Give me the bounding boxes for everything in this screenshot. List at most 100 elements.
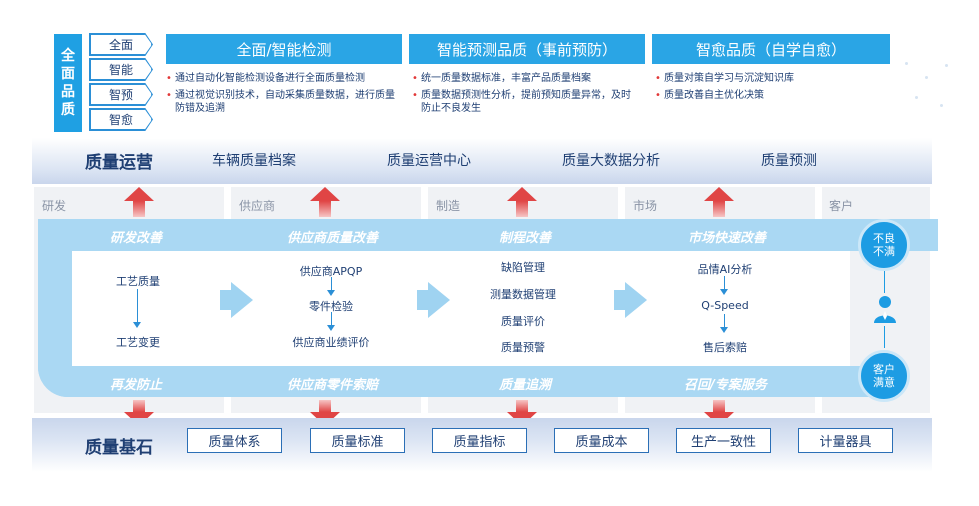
rd-process-quality: 工艺质量 bbox=[116, 275, 160, 288]
connector-arrowhead bbox=[133, 322, 141, 328]
bullet: 通过视觉识别技术，自动采集质量数据，进行质量防错及追溯 bbox=[166, 89, 402, 115]
mfg-defect-mgmt: 缺陷管理 bbox=[501, 261, 545, 274]
flow-label-traceability: 质量追溯 bbox=[499, 378, 552, 393]
mfg-quality-eval: 质量评价 bbox=[501, 315, 545, 328]
market-q-speed: Q-Speed bbox=[701, 299, 749, 312]
arrow-stem bbox=[319, 201, 331, 217]
ops-band bbox=[32, 138, 932, 184]
bullet: 统一质量数据标准，丰富产品质量档案 bbox=[412, 72, 640, 85]
up-arrow bbox=[704, 187, 734, 217]
section-bullets-prediction: 统一质量数据标准，丰富产品质量档案 质量数据预测性分析，提前预知质量异常，及时防… bbox=[412, 72, 640, 119]
customer-satisfied-circle: 客户 满意 bbox=[858, 350, 910, 402]
arrow-head bbox=[704, 187, 734, 201]
flow-label-market-improve: 市场快速改善 bbox=[688, 231, 767, 246]
arrow-stem bbox=[713, 201, 725, 217]
arrow-stem bbox=[516, 201, 528, 217]
arrow-stem bbox=[713, 400, 725, 412]
arrow-stem bbox=[133, 201, 145, 217]
arrow-stem bbox=[319, 400, 331, 412]
column-label-rd: 研发 bbox=[42, 199, 67, 213]
bullet: 质量对策自学习与沉淀知识库 bbox=[655, 72, 887, 85]
bullet: 通过自动化智能检测设备进行全面质量检测 bbox=[166, 72, 402, 85]
flow-label-process-improve: 制程改善 bbox=[499, 231, 552, 246]
ops-item-big-data: 质量大数据分析 bbox=[562, 153, 660, 169]
ops-band-highlight bbox=[60, 136, 910, 139]
flow-label-recall: 召回/专案服务 bbox=[684, 378, 767, 393]
section-header-self-heal: 智愈品质（自学自愈） bbox=[652, 34, 890, 64]
customer-dissatisfied-circle: 不良 不满 bbox=[858, 219, 910, 271]
chevron-bar bbox=[417, 290, 429, 310]
section-header-detection: 全面/智能检测 bbox=[166, 34, 402, 64]
connector-arrowhead bbox=[720, 289, 728, 295]
mode-zhiyu: 智预 bbox=[90, 84, 152, 105]
title-char: 质 bbox=[61, 102, 75, 118]
customer-connector bbox=[884, 326, 885, 348]
decor-dot bbox=[940, 104, 943, 107]
column-label-market: 市场 bbox=[633, 199, 658, 213]
flow-top-band bbox=[38, 219, 938, 251]
decor-dot bbox=[925, 76, 928, 79]
base-title: 质量基石 bbox=[85, 438, 153, 458]
up-arrow bbox=[310, 187, 340, 217]
base-quality-standard: 质量标准 bbox=[310, 428, 405, 453]
connector-line bbox=[724, 314, 725, 328]
connector-arrowhead bbox=[327, 290, 335, 296]
connector-line bbox=[724, 276, 725, 290]
arrow-head bbox=[310, 187, 340, 201]
chevron-right-icon bbox=[231, 282, 253, 318]
connector-arrowhead bbox=[327, 325, 335, 331]
base-production-consistency: 生产一致性 bbox=[676, 428, 771, 453]
arrow-stem bbox=[516, 400, 528, 412]
decor-dot bbox=[905, 62, 908, 65]
base-quality-indicator: 质量指标 bbox=[432, 428, 527, 453]
bullet: 质量改善自主优化决策 bbox=[655, 89, 887, 102]
section-bullets-self-heal: 质量对策自学习与沉淀知识库 质量改善自主优化决策 bbox=[655, 72, 887, 106]
base-quality-system: 质量体系 bbox=[187, 428, 282, 453]
customer-person-icon bbox=[872, 294, 898, 324]
arrow-head bbox=[507, 187, 537, 201]
arrow-stem bbox=[133, 400, 145, 412]
flow-label-supplier-improve: 供应商质量改善 bbox=[287, 231, 379, 246]
section-bullets-detection: 通过自动化智能检测设备进行全面质量检测 通过视觉识别技术，自动采集质量数据，进行… bbox=[166, 72, 402, 119]
rd-process-change: 工艺变更 bbox=[116, 336, 160, 349]
decor-dot bbox=[945, 64, 948, 67]
mode-zhiyu-heal: 智愈 bbox=[90, 109, 152, 130]
column-label-supplier: 供应商 bbox=[239, 199, 276, 213]
ops-item-ops-center: 质量运营中心 bbox=[387, 153, 471, 169]
ops-item-vehicle-archive: 车辆质量档案 bbox=[212, 153, 296, 169]
connector-line bbox=[137, 289, 138, 323]
base-measuring-instruments: 计量器具 bbox=[798, 428, 893, 453]
mfg-quality-warning: 质量预警 bbox=[501, 341, 545, 354]
title-char: 品 bbox=[61, 84, 75, 100]
section-header-prediction: 智能预测品质（事前预防） bbox=[409, 34, 645, 64]
arrow-head bbox=[124, 187, 154, 201]
ops-title: 质量运营 bbox=[85, 153, 153, 173]
customer-person-svg bbox=[874, 296, 896, 323]
up-arrow bbox=[507, 187, 537, 217]
mfg-measurement-data: 测量数据管理 bbox=[490, 288, 556, 301]
mode-zhineng: 智能 bbox=[90, 59, 152, 80]
flow-label-recurrence: 再发防止 bbox=[110, 378, 163, 393]
column-label-customer: 客户 bbox=[829, 199, 854, 213]
customer-connector bbox=[884, 271, 885, 293]
supplier-performance: 供应商业绩评价 bbox=[292, 336, 370, 349]
chevron-bar bbox=[220, 290, 232, 310]
up-arrow bbox=[124, 187, 154, 217]
chevron-bar bbox=[614, 290, 626, 310]
quality-vertical-title: 全 面 品 质 bbox=[54, 34, 82, 132]
connector-line bbox=[331, 277, 332, 291]
supplier-apqp: 供应商APQP bbox=[299, 265, 363, 278]
connector-line bbox=[331, 312, 332, 326]
ops-item-prediction: 质量预测 bbox=[761, 153, 817, 169]
flow-label-supplier-claim: 供应商零件索赔 bbox=[287, 378, 379, 393]
title-char: 面 bbox=[61, 66, 75, 82]
title-char: 全 bbox=[61, 48, 75, 64]
flow-label-rd-improve: 研发改善 bbox=[110, 231, 163, 246]
bullet: 质量数据预测性分析，提前预知质量异常，及时防止不良发生 bbox=[412, 89, 640, 115]
market-aftersales-claim: 售后索赔 bbox=[703, 341, 747, 354]
mode-quanmian: 全面 bbox=[90, 34, 152, 55]
market-ai-analysis: 品情AI分析 bbox=[697, 263, 753, 276]
flow-bottom-band bbox=[38, 366, 878, 397]
flow-inner bbox=[72, 251, 850, 366]
supplier-part-inspection: 零件检验 bbox=[309, 300, 353, 313]
